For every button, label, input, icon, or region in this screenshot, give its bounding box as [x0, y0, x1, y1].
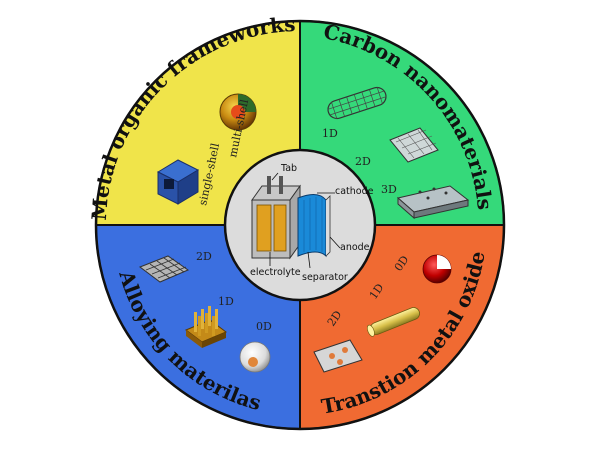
tmo-1d-nanorod-icon	[367, 307, 420, 337]
separator-label: separator	[302, 272, 348, 283]
alloy-2d-label: 2D	[196, 250, 212, 263]
alloy-2d-mesh-icon	[138, 255, 190, 283]
graphene-sheet-icon	[389, 127, 439, 163]
alloy-1d-nanorod-array-icon	[185, 306, 227, 348]
carbon-2d-label: 2D	[355, 155, 371, 168]
tmo-2d-nanosheet-icon	[313, 339, 363, 373]
tmo-0d-hollow-sphere-icon	[422, 254, 452, 284]
carbon-nanotube-icon	[327, 86, 387, 120]
carbon-3d-label: 3D	[381, 183, 397, 196]
3d-carbon-framework-icon	[396, 185, 470, 220]
battery-cell-icon	[251, 176, 331, 260]
carbon-1d-label: 1D	[322, 127, 338, 140]
mof-multishell-sphere-icon	[219, 93, 257, 131]
tab-label: Tab	[280, 163, 297, 174]
anode-label: anode	[340, 242, 370, 253]
alloy-0d-core-shell-sphere-icon	[239, 341, 271, 373]
outer-ring	[94, 19, 506, 431]
electrolyte-label: electrolyte	[250, 267, 301, 278]
alloy-1d-label: 1D	[218, 295, 234, 308]
alloy-0d-label: 0D	[256, 320, 272, 333]
cathode-label: cathode	[335, 186, 374, 197]
battery-callouts	[269, 172, 341, 269]
mof-hollow-cube-icon	[156, 159, 200, 205]
